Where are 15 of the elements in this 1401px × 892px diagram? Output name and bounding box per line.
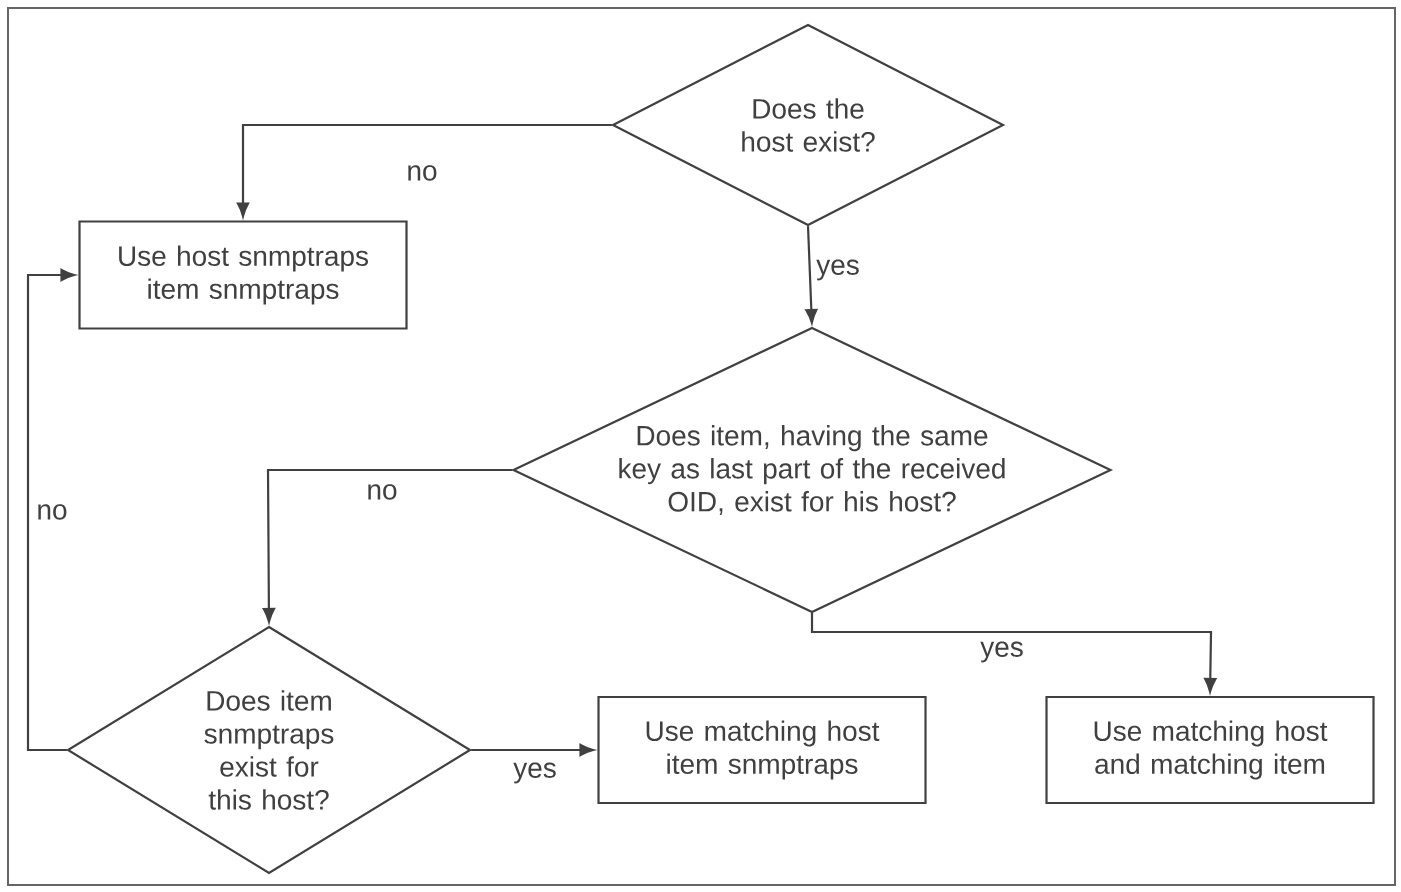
- edge-label: no: [34, 502, 70, 522]
- process-box: Use matching host and matching item: [1045, 695, 1375, 805]
- process-box: Use host snmptraps item snmptraps: [78, 220, 408, 330]
- edge-label: no: [404, 163, 440, 183]
- edge-label: no: [364, 482, 400, 502]
- arrow: [805, 226, 818, 324]
- arrow: [26, 268, 76, 752]
- arrow: [471, 743, 595, 757]
- edge-label: yes: [511, 760, 559, 786]
- edge-label: yes: [978, 639, 1026, 665]
- edge-label: yes: [814, 257, 862, 283]
- arrow: [236, 123, 612, 218]
- arrow: [810, 613, 1217, 693]
- process-box: Use matching host item snmptraps: [597, 695, 927, 805]
- arrow: [262, 468, 513, 623]
